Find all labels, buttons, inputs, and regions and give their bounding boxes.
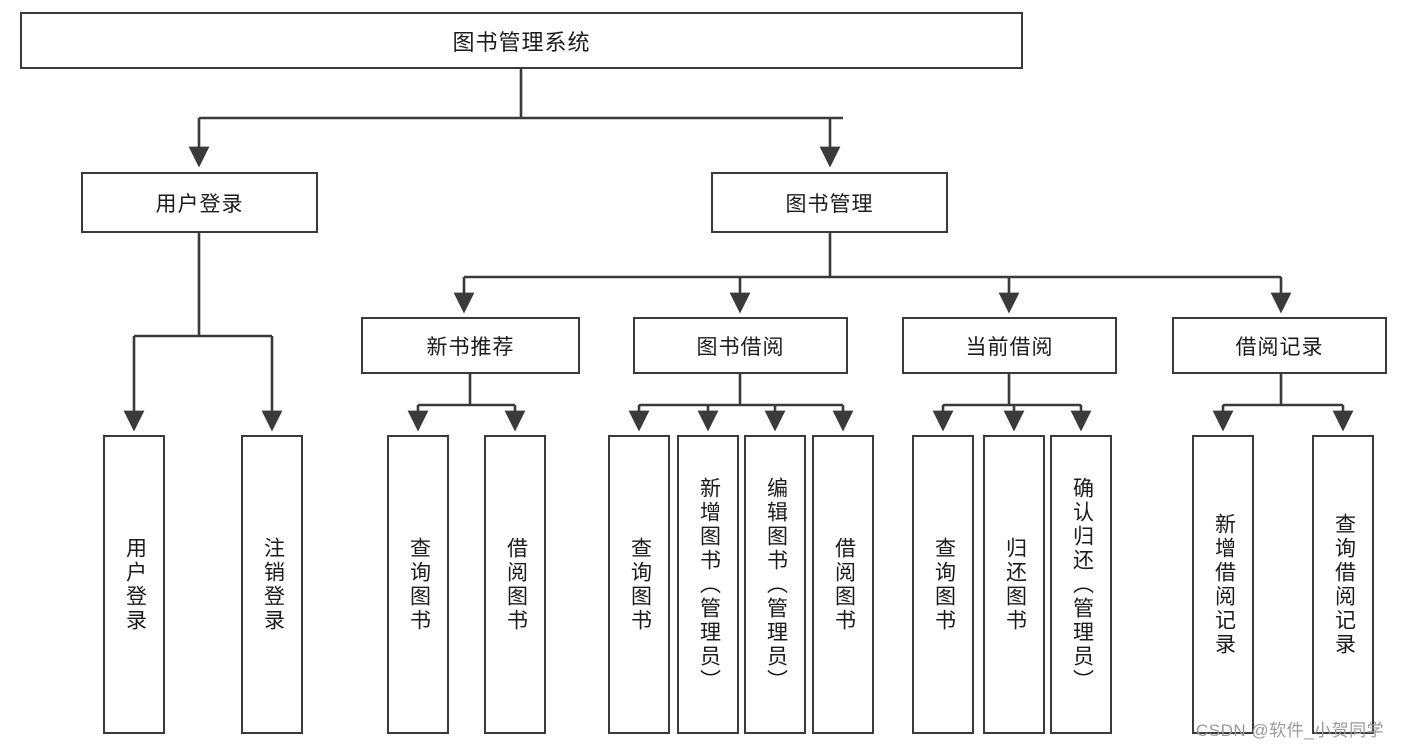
leaf-add-book[interactable]: 新增图书（管理员） — [677, 435, 739, 734]
leaf-query-book-2[interactable]: 查询图书 — [608, 435, 670, 734]
node-book-management[interactable]: 图书管理 — [711, 172, 948, 233]
leaf-query-book-3[interactable]: 查询图书 — [912, 435, 974, 734]
node-root-system[interactable]: 图书管理系统 — [20, 12, 1023, 69]
leaf-add-record[interactable]: 新增借阅记录 — [1192, 435, 1254, 734]
watermark-text: CSDN @软件_小贺同学 — [1196, 721, 1385, 740]
leaf-borrow-book-1[interactable]: 借阅图书 — [484, 435, 546, 734]
leaf-return-book[interactable]: 归还图书 — [983, 435, 1045, 734]
node-user-login[interactable]: 用户登录 — [81, 172, 318, 233]
leaf-query-record[interactable]: 查询借阅记录 — [1312, 435, 1374, 734]
node-borrow-record[interactable]: 借阅记录 — [1172, 317, 1387, 374]
leaf-edit-book[interactable]: 编辑图书（管理员） — [744, 435, 806, 734]
leaf-logout[interactable]: 注销登录 — [241, 435, 303, 734]
node-book-borrow[interactable]: 图书借阅 — [633, 317, 848, 374]
leaf-confirm-return[interactable]: 确认归还（管理员） — [1050, 435, 1112, 734]
node-new-book-recommend[interactable]: 新书推荐 — [361, 317, 580, 374]
leaf-borrow-book-2[interactable]: 借阅图书 — [812, 435, 874, 734]
leaf-query-book-1[interactable]: 查询图书 — [387, 435, 449, 734]
leaf-user-login[interactable]: 用户登录 — [103, 435, 165, 734]
node-current-borrow[interactable]: 当前借阅 — [902, 317, 1117, 374]
